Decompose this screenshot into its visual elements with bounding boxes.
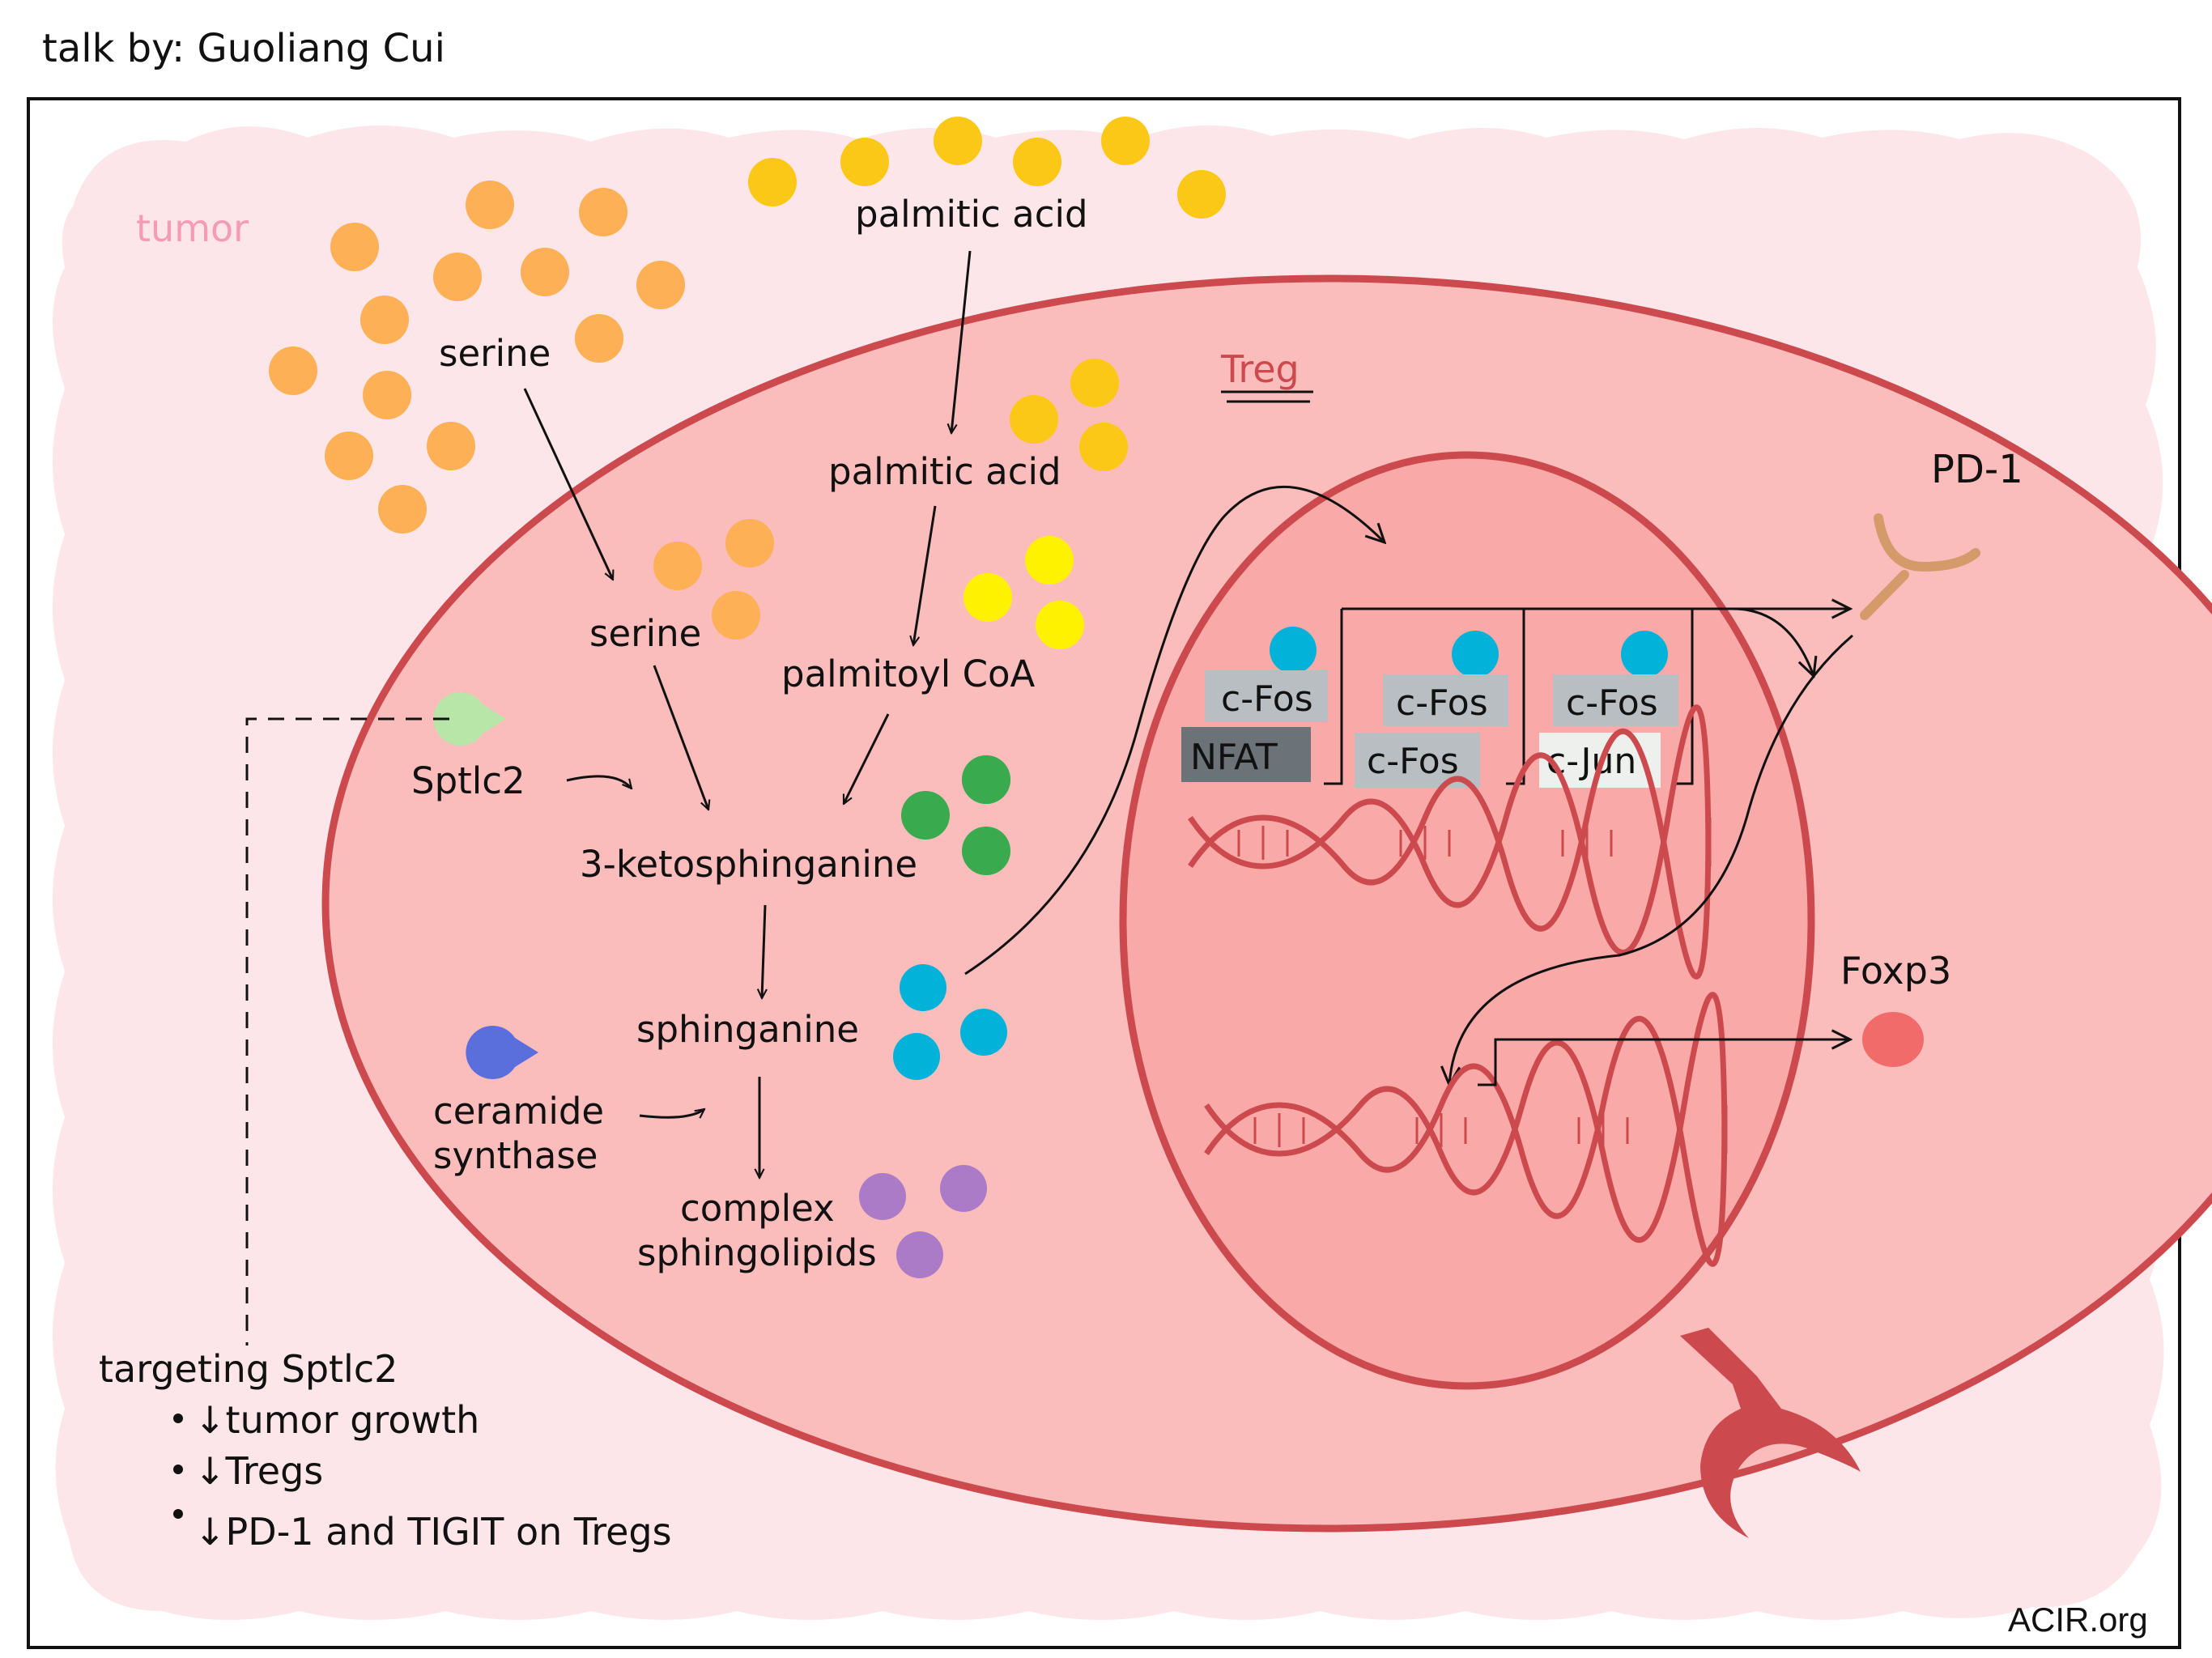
palmitoyl-coa-dots <box>963 536 1084 649</box>
arrow-ceramide-synthase-to-complex <box>639 1109 704 1119</box>
sphinganine-bound-2 <box>1452 631 1499 678</box>
complex-sphingolipid-dots <box>859 1165 987 1278</box>
pathway-arrows <box>523 250 972 1178</box>
arrow-to-foxp3 <box>1478 1039 1850 1086</box>
tf-box-1-top <box>1205 670 1328 722</box>
complex-sphingolipids-line1: complex <box>680 1187 835 1230</box>
tf-1-top: c-Fos <box>1221 678 1313 720</box>
source-label: ACIR.org <box>2008 1601 2148 1639</box>
arrow-branch-down <box>1732 607 1814 676</box>
tf-1-bottom: NFAT <box>1190 737 1278 778</box>
targeting-item-2: ↓Tregs <box>194 1449 323 1493</box>
palmitic-acid-dots-inside <box>1010 359 1128 471</box>
targeting-bullet-1 <box>173 1414 183 1423</box>
sptlc2-enzyme-icon <box>433 692 506 746</box>
tf-complex-1: c-Fos NFAT <box>1181 627 1328 782</box>
targeting-bullet-3 <box>173 1509 183 1519</box>
palmitic-acid-dots-outside <box>748 117 1226 219</box>
serine-dots-outside <box>269 181 685 534</box>
tf-3-top: c-Fos <box>1566 682 1658 724</box>
header-credit: talk by: Guoliang Cui <box>42 26 445 71</box>
sphinganine-label: sphinganine <box>636 1008 859 1051</box>
membrane-receptor-icon <box>1680 1328 1861 1538</box>
serine-inside-label: serine <box>589 612 701 655</box>
sphinganine-bound-1 <box>1270 627 1317 674</box>
sptlc2-label: Sptlc2 <box>411 759 525 802</box>
palmitic-acid-outside-label: palmitic acid <box>855 193 1088 236</box>
arrow-pd1-to-foxp3-gene <box>1449 634 1853 1085</box>
pd1-label: PD-1 <box>1931 447 2023 492</box>
foxp3-label: Foxp3 <box>1840 949 1951 993</box>
targeting-dashed-line <box>245 717 449 1346</box>
arrow-palmitic-outside-to-inside <box>951 250 972 433</box>
tf-2-top: c-Fos <box>1396 682 1488 724</box>
tf-box-3-top <box>1553 674 1678 726</box>
palmitoyl-coa-label: palmitoyl CoA <box>781 653 1036 695</box>
serine-dots-inside <box>653 519 774 640</box>
ketosphinganine-label: 3-ketosphinganine <box>580 843 917 886</box>
targeting-item-3: ↓PD-1 and TIGIT on Tregs <box>194 1510 672 1554</box>
arrow-sphinganine-to-nucleus <box>964 485 1385 976</box>
tf-box-1-bottom <box>1181 727 1311 782</box>
tumor-label: tumor <box>136 206 249 250</box>
promoter-brackets <box>1324 609 1694 785</box>
targeting-title: targeting Sptlc2 <box>99 1347 398 1391</box>
targeting-item-1: ↓tumor growth <box>194 1398 479 1442</box>
dna-rungs-2 <box>1253 1113 1629 1147</box>
arrow-sptlc2-to-keto <box>566 775 632 789</box>
palmitic-acid-inside-label: palmitic acid <box>828 450 1061 493</box>
ceramide-synthase-line2: synthase <box>433 1134 598 1177</box>
targeting-bullet-2 <box>173 1465 183 1474</box>
arrow-serine-to-keto <box>653 665 708 810</box>
dna-helix-foxp3 <box>1204 992 1728 1267</box>
foxp3-protein-icon <box>1862 1012 1924 1067</box>
pd1-receptor-icon <box>1860 513 1980 620</box>
complex-sphingolipids-line2: sphingolipids <box>637 1231 877 1274</box>
sphinganine-bound-3 <box>1621 631 1668 678</box>
ketosphinganine-dots <box>901 755 1010 875</box>
dna-helix-pd1 <box>1188 704 1712 980</box>
ceramide-synthase-icon <box>466 1026 538 1080</box>
dna-rungs-1 <box>1237 826 1613 860</box>
sphinganine-dots <box>893 964 1007 1080</box>
tf-complex-2: c-Fos c-Fos <box>1355 631 1508 788</box>
ceramide-synthase-line1: ceramide <box>433 1090 604 1133</box>
tf-box-2-top <box>1383 674 1508 726</box>
arrow-keto-to-sphinganine <box>762 904 765 998</box>
serine-outside-label: serine <box>439 332 551 375</box>
treg-label: Treg <box>1220 347 1300 391</box>
tf-2-bottom: c-Fos <box>1367 741 1459 782</box>
arrow-serine-outside-to-inside <box>523 388 613 580</box>
arrow-palmitic-to-palmitoyl <box>913 505 937 645</box>
arrow-palmitoyl-to-keto <box>842 713 890 804</box>
